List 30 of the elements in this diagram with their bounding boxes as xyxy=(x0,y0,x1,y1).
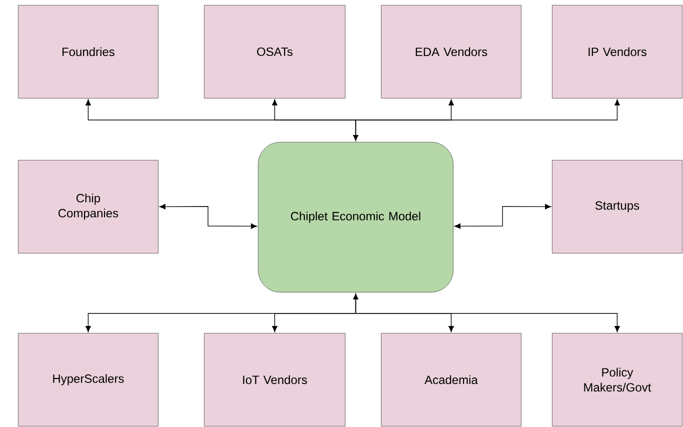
arrow xyxy=(272,99,356,120)
arrow xyxy=(353,120,358,141)
arrow xyxy=(355,99,620,120)
arrow xyxy=(454,204,552,229)
stakeholder-box xyxy=(18,5,158,98)
box-label: OSATs xyxy=(257,47,292,56)
stakeholder-box xyxy=(381,5,522,98)
stakeholder-box xyxy=(204,5,346,98)
arrow xyxy=(159,204,258,229)
arrow xyxy=(353,294,358,314)
box-label: Chip Companies xyxy=(58,194,118,220)
box-label: HyperScalers xyxy=(53,374,124,386)
box-label: Academia xyxy=(424,375,478,384)
box-label: EDA Vendors xyxy=(416,47,488,56)
arrow xyxy=(272,313,356,332)
stakeholder-box xyxy=(18,333,158,426)
box-label: Policy Makers/Govt xyxy=(584,368,652,392)
box-label: Foundries xyxy=(62,47,114,56)
stakeholder-box xyxy=(18,160,158,254)
stakeholder-box xyxy=(552,160,682,254)
stakeholder-box xyxy=(552,5,682,98)
stakeholder-box xyxy=(552,333,682,426)
arrow xyxy=(355,313,620,332)
stakeholder-box xyxy=(381,333,522,426)
box-label: Chiplet Economic Model xyxy=(290,212,420,223)
central-model-box xyxy=(258,142,454,292)
box-label: IP Vendors xyxy=(588,47,646,56)
box-label: IoT Vendors xyxy=(243,375,307,384)
box-label: Startups xyxy=(595,201,640,212)
stakeholder-box xyxy=(204,333,346,426)
